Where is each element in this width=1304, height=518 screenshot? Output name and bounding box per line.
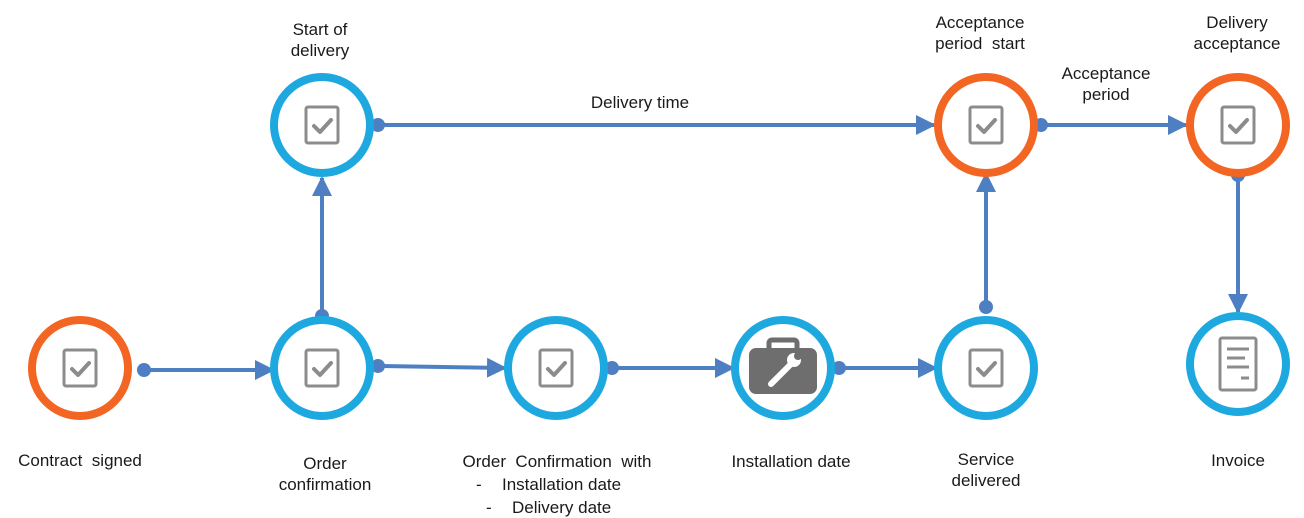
sub-item-marker-1: - xyxy=(476,475,482,494)
invoice-icon xyxy=(1218,336,1258,392)
arrow-installation-to-service xyxy=(832,358,938,378)
sub-item-marker-2: - xyxy=(486,498,492,517)
checkbox-icon xyxy=(62,348,98,388)
label-order-confirmation-with: Order Confirmation with xyxy=(462,452,652,471)
arrow-contract-to-order xyxy=(137,360,275,380)
toolbox-wrench-icon xyxy=(749,337,817,394)
label-order-confirmation: Order confirmation xyxy=(278,454,372,494)
node-order-confirmation xyxy=(270,316,374,420)
node-start-of-delivery xyxy=(270,73,374,177)
label-delivery-acceptance: Delivery acceptance xyxy=(1193,13,1281,53)
node-contract-signed xyxy=(28,316,132,420)
node-installation-date xyxy=(731,316,835,420)
arrow-delivery-acceptance-to-invoice xyxy=(1228,168,1248,314)
edge-label-delivery-time: Delivery time xyxy=(590,93,690,112)
node-order-confirmation-with xyxy=(504,316,608,420)
arrow-service-to-acceptance xyxy=(976,172,996,314)
label-acceptance-period-start: Acceptance period start xyxy=(935,13,1025,53)
checkbox-icon xyxy=(538,348,574,388)
label-invoice: Invoice xyxy=(1211,451,1265,470)
checkbox-icon xyxy=(968,105,1004,145)
label-installation-date: Installation date xyxy=(731,452,851,471)
arrow-start-to-acceptance xyxy=(371,115,936,135)
edge-label-acceptance-period: Acceptance period xyxy=(1061,64,1151,104)
checkbox-icon xyxy=(304,348,340,388)
node-invoice xyxy=(1186,312,1290,416)
arrow-confirmation-to-installation xyxy=(605,358,735,378)
label-start-of-delivery: Start of delivery xyxy=(290,20,350,60)
sub-item-delivery-date: Delivery date xyxy=(512,498,612,517)
checkbox-icon xyxy=(1220,105,1256,145)
checkbox-icon xyxy=(304,105,340,145)
label-contract-signed: Contract signed xyxy=(18,451,142,470)
label-service-delivered: Service delivered xyxy=(951,450,1021,490)
arrow-order-to-start-delivery xyxy=(312,176,332,323)
checkbox-icon xyxy=(968,348,1004,388)
node-service-delivered xyxy=(934,316,1038,420)
arrow-acceptance-to-delivery-acceptance xyxy=(1034,115,1188,135)
node-delivery-acceptance xyxy=(1186,73,1290,177)
node-acceptance-period-start xyxy=(934,73,1038,177)
arrow-order-to-confirmation-with xyxy=(371,357,507,378)
sub-item-installation-date: Installation date xyxy=(502,475,622,494)
